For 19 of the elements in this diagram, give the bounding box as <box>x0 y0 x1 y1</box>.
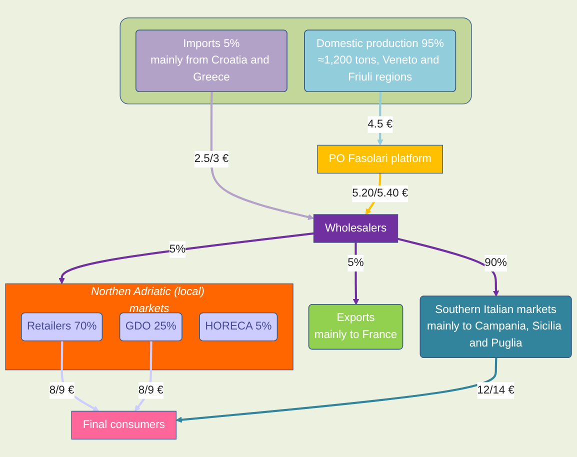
process-box: HORECA 5% <box>199 312 278 342</box>
process-box: Exports mainly to France <box>308 304 404 350</box>
process-box: Domestic production 95% ≈1,200 tons, Veneto and Friuli regions <box>304 30 456 92</box>
process-box: PO Fasolari platform <box>317 144 443 174</box>
edge-label: 8/9 € <box>49 382 74 399</box>
process-box: Final consumers <box>71 410 177 440</box>
process-box: Retailers 70% <box>21 312 103 342</box>
edge-label: 90% <box>484 254 508 272</box>
edge-label: 5.20/5.40 € <box>352 185 408 202</box>
edge-label: 5% <box>348 254 364 272</box>
edge-label: 12/14 € <box>477 382 514 399</box>
process-box: Wholesalers <box>313 214 398 243</box>
process-box: Imports 5% mainly from Croatia and Greece <box>136 30 288 92</box>
edge-label: 4.5 € <box>368 116 393 133</box>
edge-label: 8/9 € <box>138 382 164 399</box>
edge-label: 2.5/3 € <box>194 150 229 168</box>
process-box: Southern Italian markets mainly to Campania, Sicilia and Puglia <box>420 296 572 358</box>
edge-label: 5% <box>169 241 186 258</box>
process-box: GDO 25% <box>119 312 182 342</box>
